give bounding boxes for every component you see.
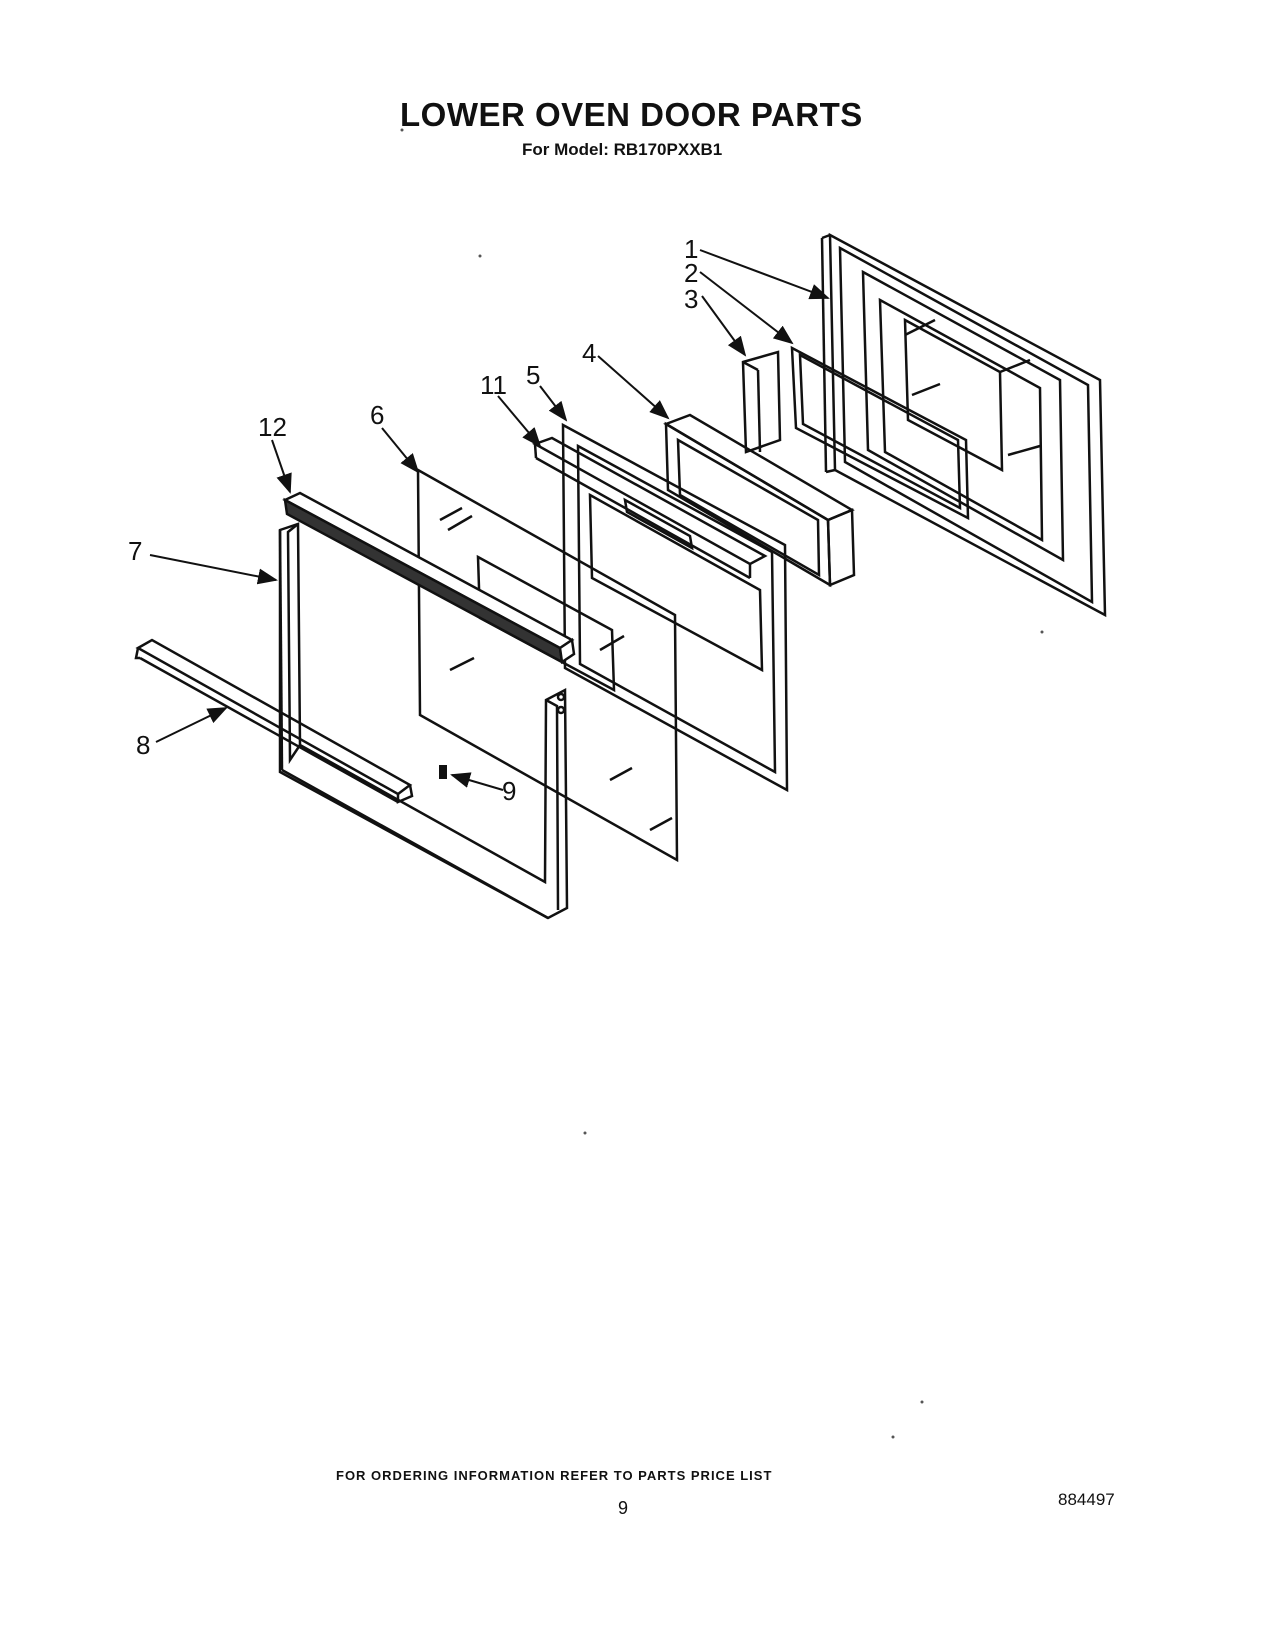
document-number: 884497 [1058,1490,1115,1509]
callout-9: 9 [502,776,516,806]
ordering-note: FOR ORDERING INFORMATION REFER TO PARTS … [336,1468,773,1483]
page-number: 9 [618,1498,629,1518]
callout-4: 4 [582,338,596,368]
part-4-insulation-box [663,413,856,588]
part-8-door-handle [134,638,414,804]
scan-specks [400,128,1044,1439]
callout-3: 3 [684,284,698,314]
part-9-clip [439,765,447,779]
callout-6: 6 [370,400,384,430]
callout-5: 5 [526,360,540,390]
model-subtitle: For Model: RB170PXXB1 [522,140,723,159]
part-2-door-gasket [790,345,970,521]
leader-lines [149,249,830,791]
callout-11: 11 [480,370,507,400]
part-1-outer-door-panel [820,232,1107,618]
part-12-vent-trim [282,491,576,665]
part-7-door-frame [278,522,569,920]
page-title: LOWER OVEN DOOR PARTS [400,96,863,133]
part-3-insulation [741,350,782,454]
callout-8: 8 [136,730,150,760]
callout-labels: 1 2 3 4 5 11 6 12 7 8 9 [128,234,698,806]
callout-7: 7 [128,536,142,566]
part-6-window-glass [416,467,679,863]
part-11-seal-strip [531,436,768,580]
callout-1: 1 [684,234,698,264]
callout-2: 2 [684,258,698,288]
callout-12: 12 [258,412,287,442]
